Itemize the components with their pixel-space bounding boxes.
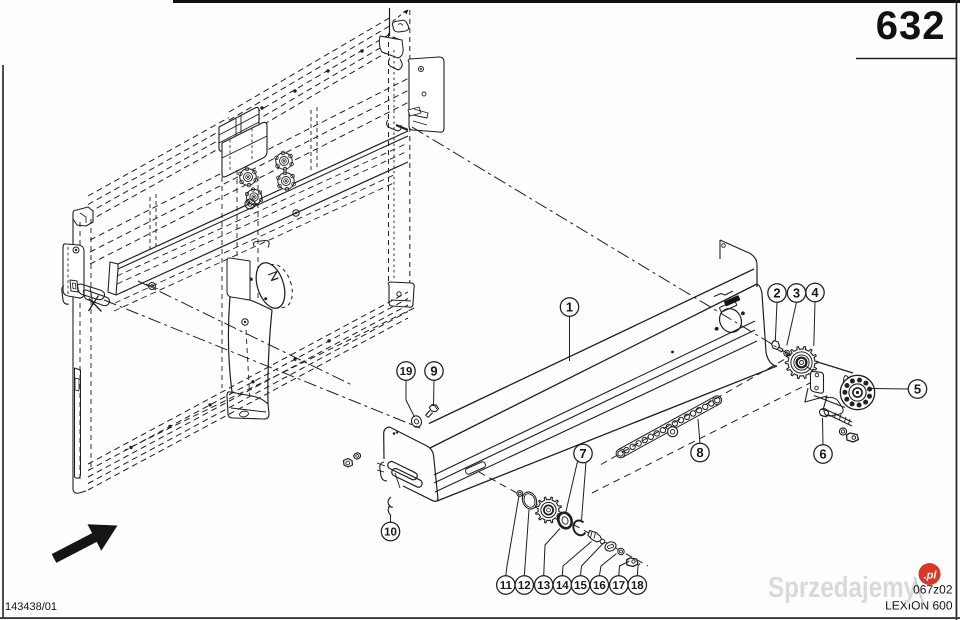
svg-text:13: 13: [537, 580, 550, 592]
svg-text:8: 8: [696, 445, 703, 460]
svg-text:5: 5: [914, 382, 921, 397]
svg-text:7: 7: [579, 446, 586, 461]
svg-text:Sprzedajemy: Sprzedajemy: [768, 572, 917, 604]
svg-text:6: 6: [819, 447, 826, 462]
svg-text:9: 9: [430, 364, 437, 379]
svg-text:19: 19: [400, 366, 413, 378]
svg-text:16: 16: [593, 580, 606, 592]
svg-text:632: 632: [876, 4, 946, 48]
svg-text:2: 2: [773, 286, 780, 301]
svg-text:1: 1: [566, 300, 573, 315]
svg-text:14: 14: [556, 580, 569, 592]
svg-text:4: 4: [811, 285, 819, 300]
svg-text:10: 10: [384, 526, 397, 538]
svg-text:12: 12: [518, 580, 531, 592]
svg-text:17: 17: [612, 580, 625, 592]
svg-text:143438/01: 143438/01: [5, 601, 57, 613]
svg-text:3: 3: [793, 286, 800, 301]
svg-text:11: 11: [500, 580, 513, 592]
svg-text:LEXION 600: LEXION 600: [885, 599, 953, 613]
svg-text:.pl: .pl: [924, 570, 938, 582]
svg-text:18: 18: [631, 580, 644, 592]
svg-text:067z02: 067z02: [913, 583, 953, 597]
svg-text:Sprzedajemy: Sprzedajemy: [769, 573, 918, 605]
svg-text:15: 15: [574, 580, 587, 592]
